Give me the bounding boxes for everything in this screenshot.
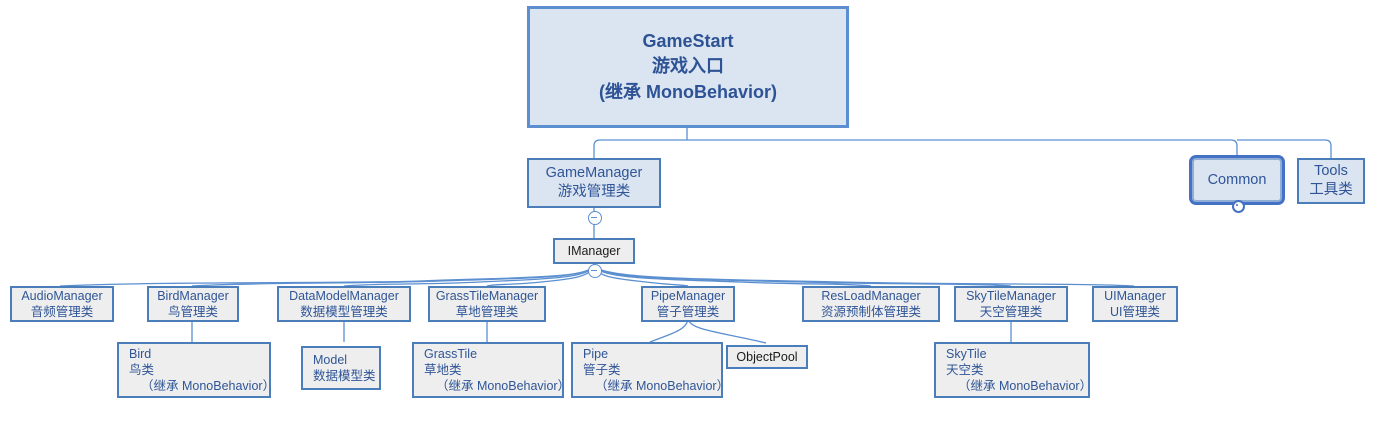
node-audiomanager-line-1: AudioManager [21,289,103,303]
node-datamodelmanager-line-2: 数据模型管理类 [300,305,388,319]
collapse-toggle-gamemanager[interactable] [588,211,602,225]
node-gamestart-line-3: (继承 MonoBehavior) [599,81,777,102]
node-skytilemanager-line-1: SkyTileManager [966,289,1056,303]
node-objectpool[interactable]: ObjectPool [726,345,808,369]
node-tools-line-1: Tools [1314,163,1348,180]
node-objectpool-label: ObjectPool [736,350,798,364]
node-uimanager-line-2: UI管理类 [1109,305,1160,319]
node-imanager-label: IManager [567,244,621,258]
node-pipemanager-line-1: PipeManager [650,289,726,303]
node-tools[interactable]: Tools 工具类 [1297,158,1365,204]
node-pipe-line-1: Pipe [583,347,609,361]
node-grasstile-line-1: GrassTile [424,347,478,361]
node-birdmanager-line-1: BirdManager [157,289,229,303]
node-datamodelmanager-line-1: DataModelManager [289,289,399,303]
node-model-line-1: Model [313,353,348,367]
node-resloadmanager-line-1: ResLoadManager [821,289,921,303]
node-datamodelmanager[interactable]: DataModelManager 数据模型管理类 [277,286,411,322]
node-skytile-line-2: 天空类 [946,363,984,377]
node-audiomanager[interactable]: AudioManager 音频管理类 [10,286,114,322]
node-bird-line-1: Bird [129,347,152,361]
selection-handle-common[interactable] [1232,200,1245,213]
node-skytilemanager-line-2: 天空管理类 [979,305,1043,319]
node-pipemanager[interactable]: PipeManager 管子管理类 [641,286,735,322]
node-skytilemanager[interactable]: SkyTileManager 天空管理类 [954,286,1068,322]
node-birdmanager[interactable]: BirdManager 鸟管理类 [147,286,239,322]
node-audiomanager-line-2: 音频管理类 [30,305,94,319]
node-common-label: Common [1207,171,1267,188]
node-common[interactable]: Common [1192,158,1282,202]
node-bird-line-3: （继承 MonoBehavior） [141,379,276,393]
node-birdmanager-line-2: 鸟管理类 [167,305,218,319]
node-grasstile-line-3: （继承 MonoBehavior） [436,379,571,393]
node-grasstile-line-2: 草地类 [424,363,462,377]
node-gamestart-line-2: 游戏入口 [652,56,724,77]
node-resloadmanager[interactable]: ResLoadManager 资源预制体管理类 [802,286,940,322]
node-gamemanager-line-1: GameManager [545,165,643,182]
node-gamestart[interactable]: GameStart 游戏入口 (继承 MonoBehavior) [527,6,849,128]
node-gamemanager-line-2: 游戏管理类 [557,184,631,200]
node-grasstilemanager-line-2: 草地管理类 [455,305,519,319]
node-gamemanager[interactable]: GameManager 游戏管理类 [527,158,661,208]
node-grasstile[interactable]: GrassTile 草地类 （继承 MonoBehavior） [412,342,570,398]
node-skytile-line-1: SkyTile [946,347,987,361]
node-imanager[interactable]: IManager [553,238,635,264]
node-pipe-line-3: （继承 MonoBehavior） [595,379,730,393]
node-resloadmanager-line-2: 资源预制体管理类 [820,305,921,319]
node-gamestart-line-1: GameStart [642,30,734,51]
node-pipe-line-2: 管子类 [583,363,621,377]
node-uimanager-line-1: UIManager [1104,289,1166,303]
node-grasstilemanager[interactable]: GrassTileManager 草地管理类 [428,286,546,322]
node-model-line-2: 数据模型类 [313,369,376,383]
node-uimanager[interactable]: UIManager UI管理类 [1092,286,1178,322]
node-skytile[interactable]: SkyTile 天空类 （继承 MonoBehavior） [934,342,1093,398]
node-model[interactable]: Model 数据模型类 [301,346,381,390]
collapse-toggle-imanager[interactable] [588,264,602,278]
node-tools-line-2: 工具类 [1309,182,1353,198]
node-bird[interactable]: Bird 鸟类 （继承 MonoBehavior） [117,342,275,398]
node-grasstilemanager-line-1: GrassTileManager [435,289,539,303]
node-skytile-line-3: （继承 MonoBehavior） [958,379,1093,393]
node-pipe[interactable]: Pipe 管子类 （继承 MonoBehavior） [571,342,729,398]
node-bird-line-2: 鸟类 [129,363,155,377]
node-pipemanager-line-2: 管子管理类 [656,305,720,319]
